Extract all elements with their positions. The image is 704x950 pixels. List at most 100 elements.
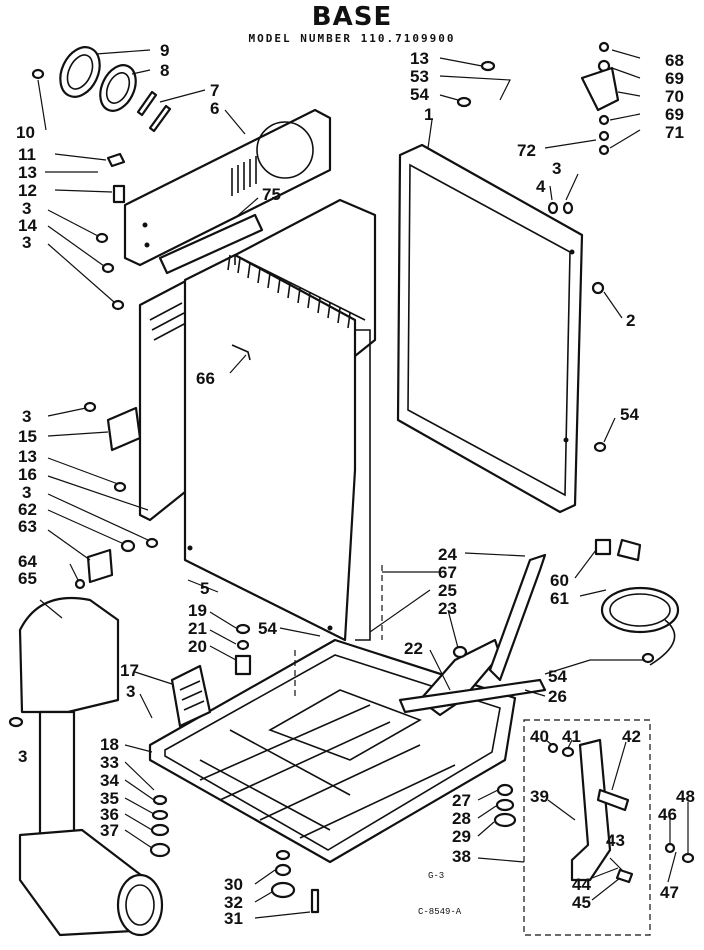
callout-10: 10 xyxy=(16,123,35,142)
callout-29: 29 xyxy=(452,827,471,846)
callout-39: 39 xyxy=(530,787,549,806)
callout-3d: 3 xyxy=(22,483,31,502)
callout-13a: 13 xyxy=(18,163,37,182)
callout-35: 35 xyxy=(100,789,119,808)
callout-66: 66 xyxy=(196,369,215,388)
callout-8: 8 xyxy=(160,61,169,80)
callout-63: 63 xyxy=(18,517,37,536)
callout-11: 11 xyxy=(18,145,36,164)
callout-54c: 54 xyxy=(548,667,567,686)
callout-38: 38 xyxy=(452,847,471,866)
callout-2: 2 xyxy=(626,311,635,330)
callout-17: 17 xyxy=(120,661,139,680)
brace-22-24 xyxy=(398,553,547,717)
callout-37: 37 xyxy=(100,821,119,840)
bracket-17 xyxy=(170,664,212,728)
callout-19: 19 xyxy=(188,601,207,620)
callout-3a: 3 xyxy=(22,199,31,218)
rear-panel-1 xyxy=(396,143,584,514)
spacer-19-21-20 xyxy=(234,623,252,676)
callout-54d: 54 xyxy=(258,619,277,638)
callout-25: 25 xyxy=(438,581,457,600)
callout-22: 22 xyxy=(404,639,423,658)
leveling-feet xyxy=(149,645,517,914)
callout-6: 6 xyxy=(210,99,219,118)
callout-16: 16 xyxy=(18,465,37,484)
callout-36: 36 xyxy=(100,805,119,824)
callout-67: 67 xyxy=(438,563,457,582)
callout-28: 28 xyxy=(452,809,471,828)
footer-code: C-8549-A xyxy=(418,907,462,917)
callout-34: 34 xyxy=(100,771,119,790)
callout-15: 15 xyxy=(18,427,37,446)
callout-43: 43 xyxy=(606,831,625,850)
callout-3c: 3 xyxy=(22,407,31,426)
power-cord-60-61 xyxy=(594,538,680,666)
callout-54b: 54 xyxy=(620,405,639,424)
callout-62: 62 xyxy=(18,500,37,519)
callout-20: 20 xyxy=(188,637,207,656)
callout-47: 47 xyxy=(660,883,679,902)
callout-1: 1 xyxy=(424,105,433,124)
hinge-68-71 xyxy=(580,41,620,156)
callout-69b: 69 xyxy=(665,105,684,124)
callout-65: 65 xyxy=(18,569,37,588)
callout-13b: 13 xyxy=(18,447,37,466)
callout-18: 18 xyxy=(100,735,119,754)
callout-41: 41 xyxy=(562,727,581,746)
callout-21: 21 xyxy=(188,619,207,638)
callout-70: 70 xyxy=(665,87,684,106)
callout-7: 7 xyxy=(210,81,219,100)
callout-labels: 9 8 7 6 10 11 13 12 3 14 3 3 15 13 16 3 … xyxy=(16,41,695,928)
callout-26: 26 xyxy=(548,687,567,706)
bracket-66 xyxy=(231,344,251,361)
diagram-title: BASE xyxy=(311,2,393,32)
callout-72: 72 xyxy=(517,141,536,160)
callout-33: 33 xyxy=(100,753,119,772)
seal-ring-9 xyxy=(59,46,101,98)
callout-75: 75 xyxy=(262,185,281,204)
callout-23: 23 xyxy=(438,599,457,618)
cabinet-panel-5 xyxy=(183,253,371,642)
callout-69a: 69 xyxy=(665,69,684,88)
callout-54a: 54 xyxy=(410,85,429,104)
callout-24: 24 xyxy=(438,545,457,564)
callout-53: 53 xyxy=(410,67,429,86)
callout-9: 9 xyxy=(160,41,169,60)
callout-48: 48 xyxy=(676,787,695,806)
seam-dashed xyxy=(294,565,383,700)
callout-4: 4 xyxy=(536,177,546,196)
inset-box-38 xyxy=(523,719,695,936)
trim-strip-75 xyxy=(158,213,264,275)
callout-44: 44 xyxy=(572,875,591,894)
seal-ring-8 xyxy=(99,64,137,112)
small-hardware-left xyxy=(31,68,159,590)
leader-lines xyxy=(37,49,689,919)
callout-71: 71 xyxy=(665,123,684,142)
callout-30: 30 xyxy=(224,875,243,894)
callout-13c: 13 xyxy=(410,49,429,68)
model-number: MODEL NUMBER 110.7109900 xyxy=(248,32,456,45)
callout-31: 31 xyxy=(224,909,243,928)
callout-27: 27 xyxy=(452,791,471,810)
screws-13-53-54 xyxy=(456,60,607,453)
callout-12: 12 xyxy=(18,181,37,200)
callout-68: 68 xyxy=(665,51,684,70)
front-panel-6 xyxy=(123,108,332,267)
callout-32: 32 xyxy=(224,893,243,912)
callout-42: 42 xyxy=(622,727,641,746)
callout-14: 14 xyxy=(18,216,37,235)
clips-7 xyxy=(136,90,172,133)
callout-45: 45 xyxy=(572,893,591,912)
callout-40: 40 xyxy=(530,727,549,746)
callout-5: 5 xyxy=(200,579,209,598)
callout-3g: 3 xyxy=(126,682,135,701)
footer-left: G-3 xyxy=(428,871,444,881)
callout-3f: 3 xyxy=(552,159,561,178)
exhaust-duct-64-65 xyxy=(8,596,164,937)
callout-61: 61 xyxy=(550,589,569,608)
callout-60: 60 xyxy=(550,571,569,590)
callout-64: 64 xyxy=(18,552,37,571)
callout-3e: 3 xyxy=(18,747,27,766)
